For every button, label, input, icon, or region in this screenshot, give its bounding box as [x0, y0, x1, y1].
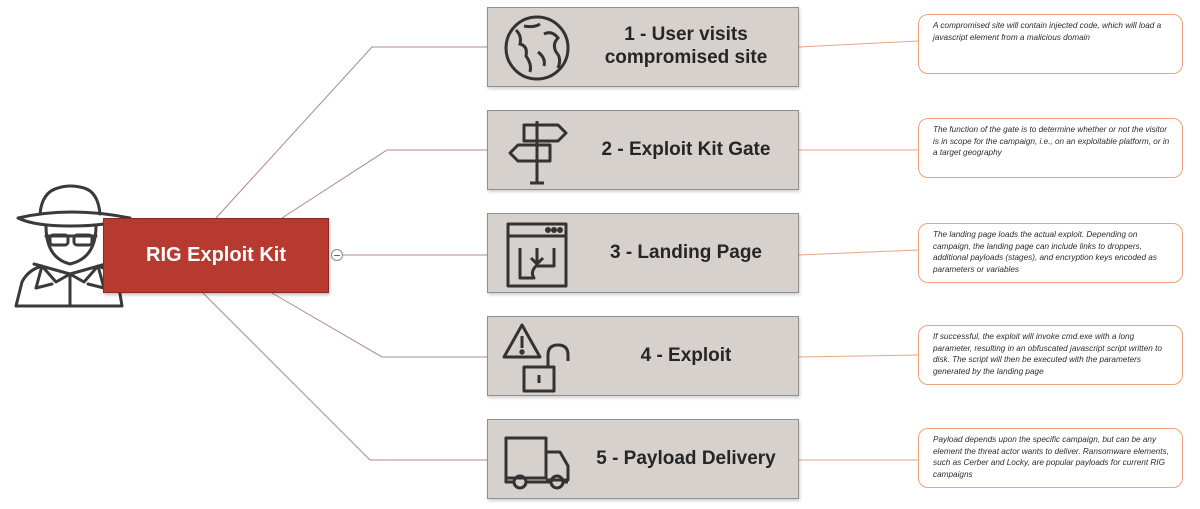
step-5-title: 5 - Payload Delivery — [596, 447, 776, 469]
root-node-rig-exploit-kit[interactable]: RIG Exploit Kit — [103, 218, 329, 293]
step-2-title: 2 - Exploit Kit Gate — [601, 138, 771, 160]
note-step-5: Payload depends upon the specific campai… — [918, 428, 1183, 488]
step-1-title: 1 - User visits compromised site — [604, 24, 768, 68]
step-node-4[interactable]: 4 - Exploit — [487, 316, 799, 396]
hacker-spy-icon — [14, 184, 132, 308]
connector-root-step-1 — [215, 46, 487, 219]
signpost-icon — [508, 121, 568, 185]
note-step-3-text: The landing page loads the actual exploi… — [933, 230, 1157, 274]
note-step-4-text: If successful, the exploit will invoke c… — [933, 332, 1162, 376]
step-3-title: 3 - Landing Page — [609, 241, 763, 263]
connector-root-step-5 — [202, 292, 487, 461]
note-step-1: A compromised site will contain injected… — [918, 14, 1183, 74]
download-page-icon — [506, 222, 568, 288]
connector-root-step-4 — [271, 292, 487, 358]
step-node-5[interactable]: 5 - Payload Delivery — [487, 419, 799, 499]
step-node-1[interactable]: 1 - User visits compromised site — [487, 7, 799, 87]
step-4-title: 4 - Exploit — [640, 344, 732, 366]
note-step-2: The function of the gate is to determine… — [918, 118, 1183, 178]
connector-step-1-note — [798, 40, 919, 48]
note-step-1-text: A compromised site will contain injected… — [933, 21, 1162, 42]
truck-icon — [504, 436, 570, 490]
note-step-4: If successful, the exploit will invoke c… — [918, 325, 1183, 385]
connector-root-step-2 — [281, 149, 487, 219]
globe-icon — [504, 15, 570, 81]
connector-step-3-note — [798, 249, 919, 256]
note-step-2-text: The function of the gate is to determine… — [933, 125, 1170, 158]
step-node-2[interactable]: 2 - Exploit Kit Gate — [487, 110, 799, 190]
step-node-3[interactable]: 3 - Landing Page — [487, 213, 799, 293]
root-node-label: RIG Exploit Kit — [146, 244, 286, 266]
warning-unlocked-icon — [502, 323, 570, 393]
note-step-5-text: Payload depends upon the specific campai… — [933, 435, 1169, 479]
note-step-3: The landing page loads the actual exploi… — [918, 223, 1183, 283]
connector-step-4-note — [798, 354, 919, 358]
collapse-toggle-button[interactable] — [331, 249, 343, 261]
